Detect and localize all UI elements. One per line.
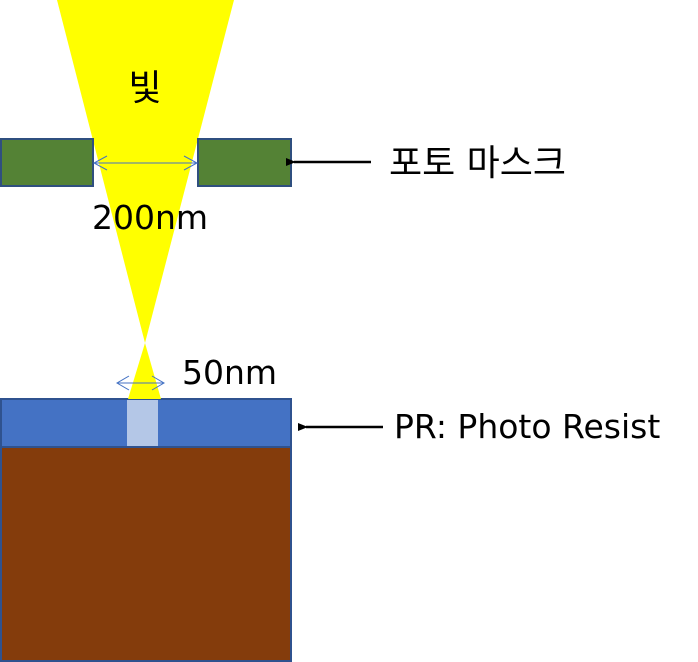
light-label: 빛 [128, 68, 161, 109]
photo-mask-label: 포토 마스크 [389, 143, 566, 184]
light-beam-upper [57, 0, 234, 343]
photoresist-label: PR: Photo Resist [394, 407, 660, 446]
focus-width-label: 50nm [182, 353, 277, 392]
mask-gap-dimension [92, 155, 199, 171]
photo-mask-left [0, 138, 94, 187]
focus-width-dimension [116, 375, 165, 391]
exposed-photoresist-region [127, 400, 158, 446]
substrate [0, 446, 292, 662]
photo-mask-right [197, 138, 292, 187]
mask-gap-label: 200nm [92, 198, 208, 237]
light-beam-lower [128, 343, 161, 399]
